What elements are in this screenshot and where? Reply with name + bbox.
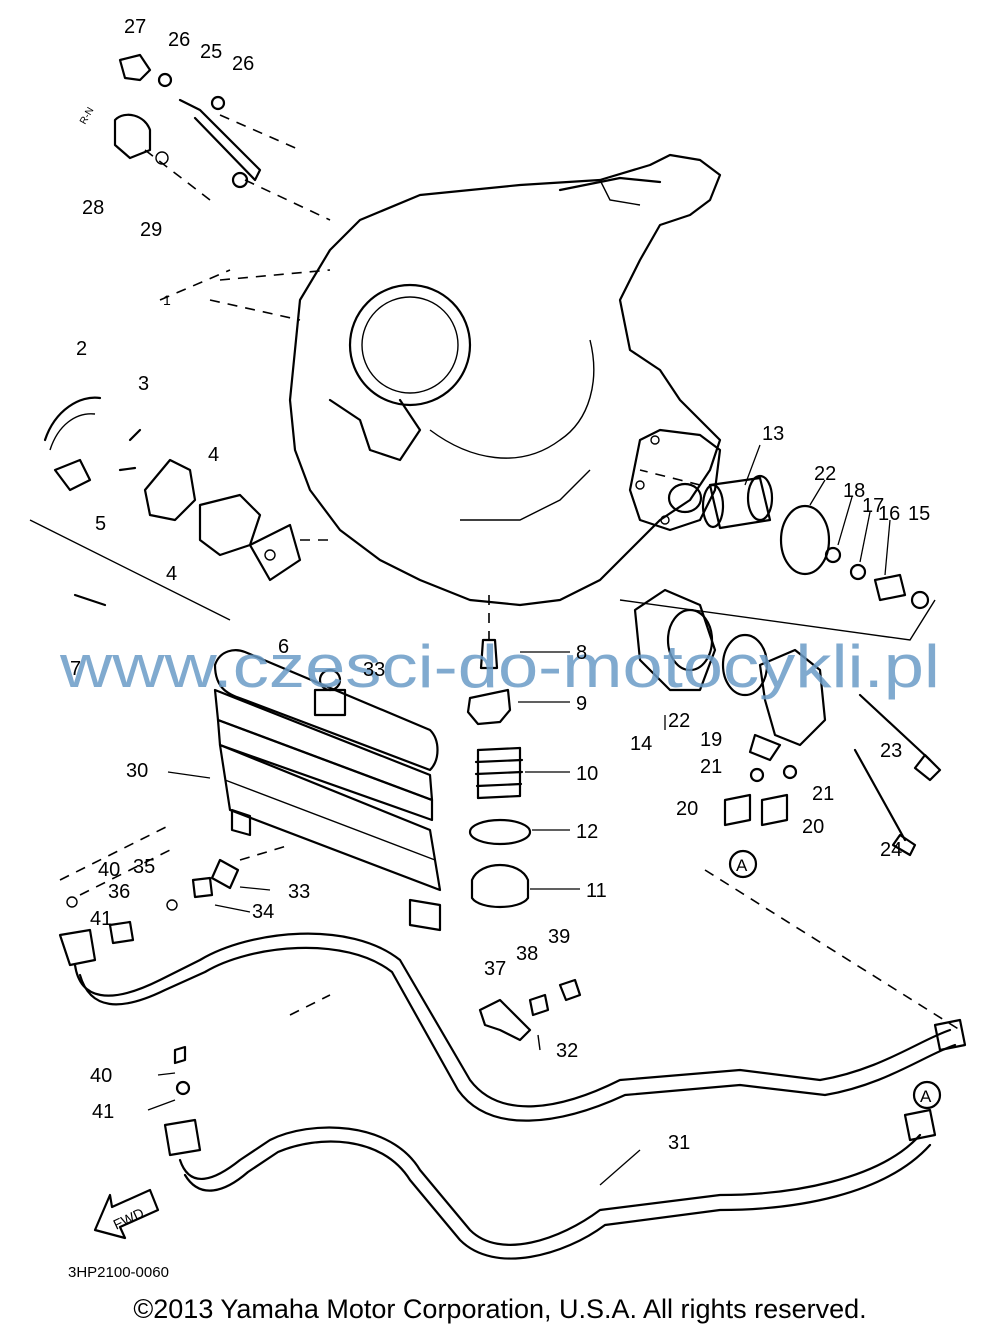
copyright-footer: ©2013 Yamaha Motor Corporation, U.S.A. A…: [133, 1294, 867, 1324]
forward-arrow: FWD: [93, 1188, 160, 1240]
exploded-parts-diagram: R-N: [29, 16, 967, 1281]
callout-17: 17: [862, 495, 884, 517]
callout-33-upper: 33: [363, 659, 385, 681]
callout-30: 30: [126, 760, 148, 782]
callout-10: 10: [576, 763, 598, 785]
callout-14: 14: [630, 733, 652, 755]
callout-labels: 27 26 25 26 28 29 1 2 3 4 5 4 6 7 33 8 9…: [68, 16, 930, 1281]
hose-bracket: [478, 978, 582, 1051]
callout-5: 5: [95, 513, 106, 535]
callout-12: 12: [576, 821, 598, 843]
callout-32: 32: [556, 1040, 578, 1062]
callout-20-left: 20: [676, 798, 698, 820]
callout-27: 27: [124, 16, 146, 38]
relief-valve-stack: [466, 595, 532, 908]
callout-22-lower: 22: [668, 710, 690, 732]
callout-29: 29: [140, 219, 162, 241]
callout-38: 38: [516, 943, 538, 965]
callout-19: 19: [700, 729, 722, 751]
callout-34: 34: [252, 901, 274, 923]
callout-1: 1: [163, 292, 171, 308]
callout-26-lower: 26: [232, 53, 254, 75]
callout-6: 6: [278, 636, 289, 658]
callout-4-upper: 4: [208, 444, 219, 466]
callout-9: 9: [576, 693, 587, 715]
callout-40-upper: 40: [98, 859, 120, 881]
callout-7: 7: [70, 658, 81, 680]
callout-36: 36: [108, 881, 130, 903]
fwd-label: FWD: [111, 1205, 147, 1233]
oil-filter-group: [619, 469, 936, 641]
watermark: www.czesci-do-motocykli.pl: [59, 633, 940, 700]
callout-4-lower: 4: [166, 563, 177, 585]
connector-a-upper: A: [736, 856, 748, 875]
callout-28: 28: [82, 197, 104, 219]
svg-text:R-N: R-N: [78, 106, 96, 127]
callout-13: 13: [762, 423, 784, 445]
callout-15: 15: [908, 503, 930, 525]
callout-41-lower: 41: [92, 1101, 114, 1123]
connector-a-lower: A: [920, 1087, 932, 1106]
callout-11: 11: [586, 880, 607, 902]
oil-cooler: [191, 649, 442, 932]
oil-pump-assembly: [29, 269, 331, 621]
hose-clamps-upper: [59, 824, 178, 945]
callout-16: 16: [878, 503, 900, 525]
callout-18: 18: [843, 480, 865, 502]
crankcase-outline: [288, 153, 722, 607]
callout-25: 25: [200, 41, 222, 63]
callout-23: 23: [880, 740, 902, 762]
callout-39: 39: [548, 926, 570, 948]
callout-41-upper: 41: [90, 908, 112, 930]
callout-2: 2: [76, 338, 87, 360]
callout-24: 24: [880, 839, 902, 861]
callout-37: 37: [484, 958, 506, 980]
callout-21-right: 21: [812, 783, 834, 805]
filter-housing-group: [633, 588, 961, 1031]
callout-35: 35: [133, 856, 155, 878]
callout-3: 3: [138, 373, 149, 395]
oil-pump-drive-group: R-N: [78, 53, 331, 221]
callout-33-lower: 33: [288, 881, 310, 903]
callout-8: 8: [576, 642, 587, 664]
leader-lines: [147, 444, 891, 1186]
callout-26-upper: 26: [168, 29, 190, 51]
connector-a-markers: A A: [736, 856, 932, 1106]
oil-hose-pipes: [58, 928, 967, 1260]
callout-22-upper: 22: [814, 463, 836, 485]
callout-31: 31: [668, 1132, 690, 1154]
callout-40-lower: 40: [90, 1065, 112, 1087]
callout-20-right: 20: [802, 816, 824, 838]
filter-mounting-cover: [628, 428, 722, 532]
callout-21-left: 21: [700, 756, 722, 778]
diagram-code: 3HP2100-0060: [68, 1264, 169, 1281]
